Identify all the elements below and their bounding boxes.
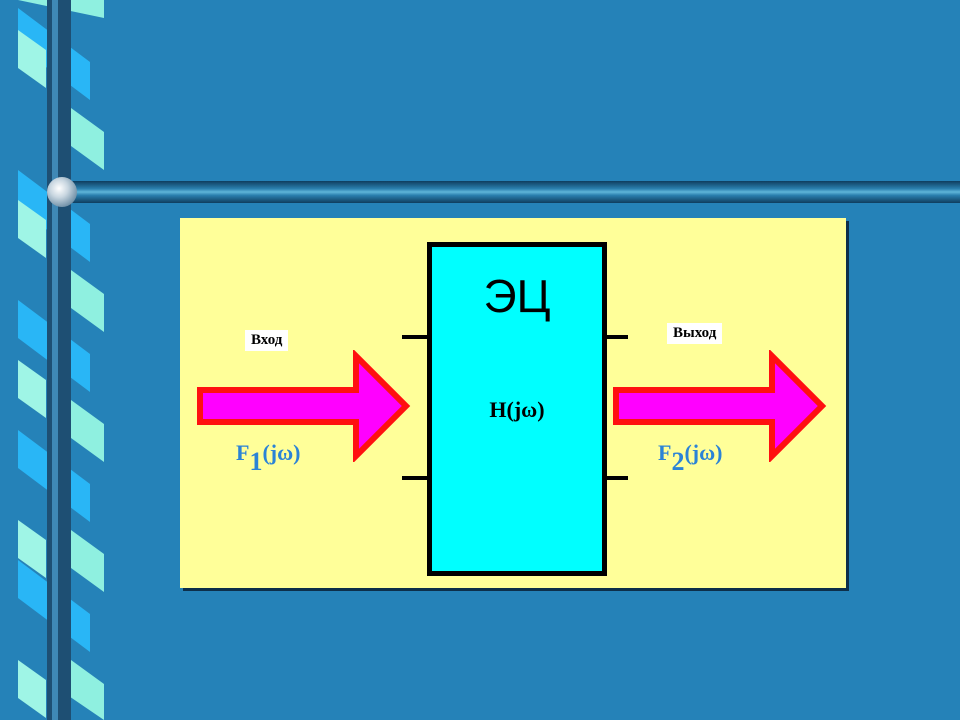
output-terminal-top [602,335,628,339]
output-signal: F2(jω) [658,440,723,477]
input-signal-arg: (jω) [262,440,301,465]
input-signal-index: 1 [249,447,263,476]
input-terminal-top [402,335,428,339]
transfer-function: H(jω) [489,397,545,422]
diagram-panel: Вход Выход ЭЦ H(jω) F1(jω) F2(jω) [180,218,846,588]
block-title: ЭЦ [483,270,551,322]
input-signal-base: F [236,440,250,465]
decorative-ribbon-strip [18,0,104,720]
output-signal-base: F [658,440,672,465]
input-signal: F1(jω) [236,440,301,477]
circuit-block: ЭЦ H(jω) [427,242,607,576]
output-arrow [613,350,827,462]
output-signal-index: 2 [671,447,685,476]
output-signal-arg: (jω) [684,440,723,465]
input-terminal-bottom [402,476,428,480]
output-terminal-bottom [602,476,628,480]
horizontal-bar [60,181,960,203]
bar-joint-ball [47,177,77,207]
output-label: Выход [667,323,723,344]
input-arrow [197,350,411,462]
input-label: Вход [245,330,289,351]
vertical-bar [47,0,71,720]
